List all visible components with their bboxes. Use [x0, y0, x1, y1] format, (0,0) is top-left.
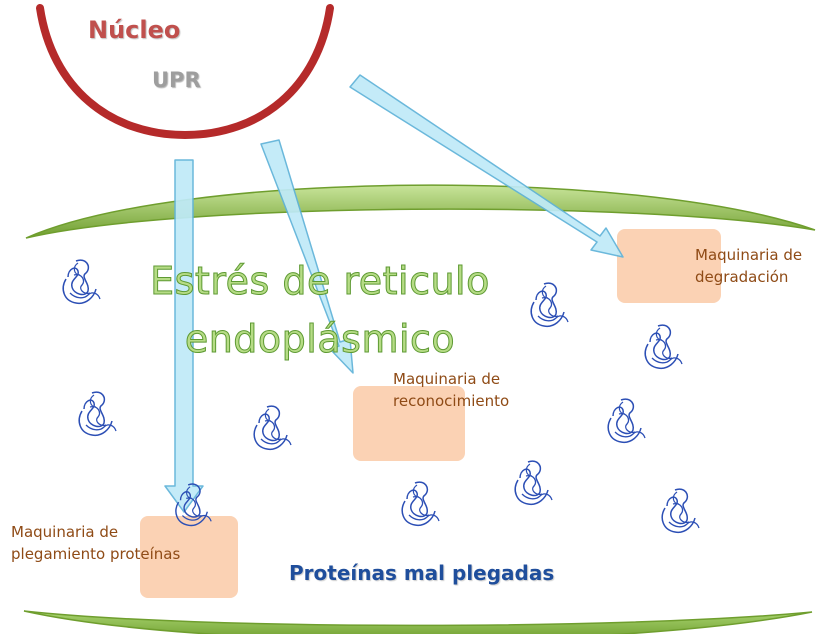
misfolded-protein-icon	[514, 460, 553, 506]
misfolded-protein-icon	[661, 488, 700, 534]
er-membrane-top	[25, 184, 816, 239]
recognition-machinery-line2: reconocimiento	[393, 392, 510, 410]
folding-machinery-box	[140, 516, 238, 598]
degradation-machinery-line2: degradación	[695, 268, 789, 286]
er-stress-title-line2: endoplásmico	[184, 317, 456, 362]
nucleus-label: Núcleo	[88, 16, 181, 44]
nucleus-envelope	[36, 4, 334, 140]
misfolded-protein-icon	[253, 405, 292, 451]
misfolded-protein-icon	[62, 259, 101, 305]
recognition-machinery-label: Maquinaria de reconocimiento	[393, 368, 509, 412]
degradation-machinery-line1: Maquinaria de	[695, 246, 803, 264]
misfolded-protein-icon	[401, 481, 440, 527]
er-stress-title: Estrés de reticulo endoplásmico	[115, 252, 525, 368]
folding-machinery-line1: Maquinaria de	[11, 523, 119, 541]
recognition-machinery-box	[353, 386, 465, 461]
recognition-machinery-line1: Maquinaria de	[393, 370, 501, 388]
misfolded-protein-icon	[607, 398, 646, 444]
arrow-to-degradation	[349, 74, 624, 258]
folding-machinery-line2: plegamiento proteínas	[11, 545, 181, 563]
arrow-to-recognition	[260, 139, 354, 374]
misfolded-protein-icon	[530, 282, 569, 328]
misfolded-protein-icon	[644, 324, 683, 370]
degradation-machinery-label: Maquinaria de degradación	[695, 244, 802, 288]
upr-label: UPR	[152, 68, 201, 92]
degradation-machinery-box	[617, 229, 721, 303]
er-stress-title-line1: Estrés de reticulo	[150, 259, 490, 304]
misfolded-proteins-label: Proteínas mal plegadas	[289, 561, 555, 585]
folding-machinery-label: Maquinaria de plegamiento proteínas	[11, 521, 180, 565]
er-membrane-bottom	[23, 610, 813, 634]
misfolded-protein-icon	[78, 391, 117, 437]
